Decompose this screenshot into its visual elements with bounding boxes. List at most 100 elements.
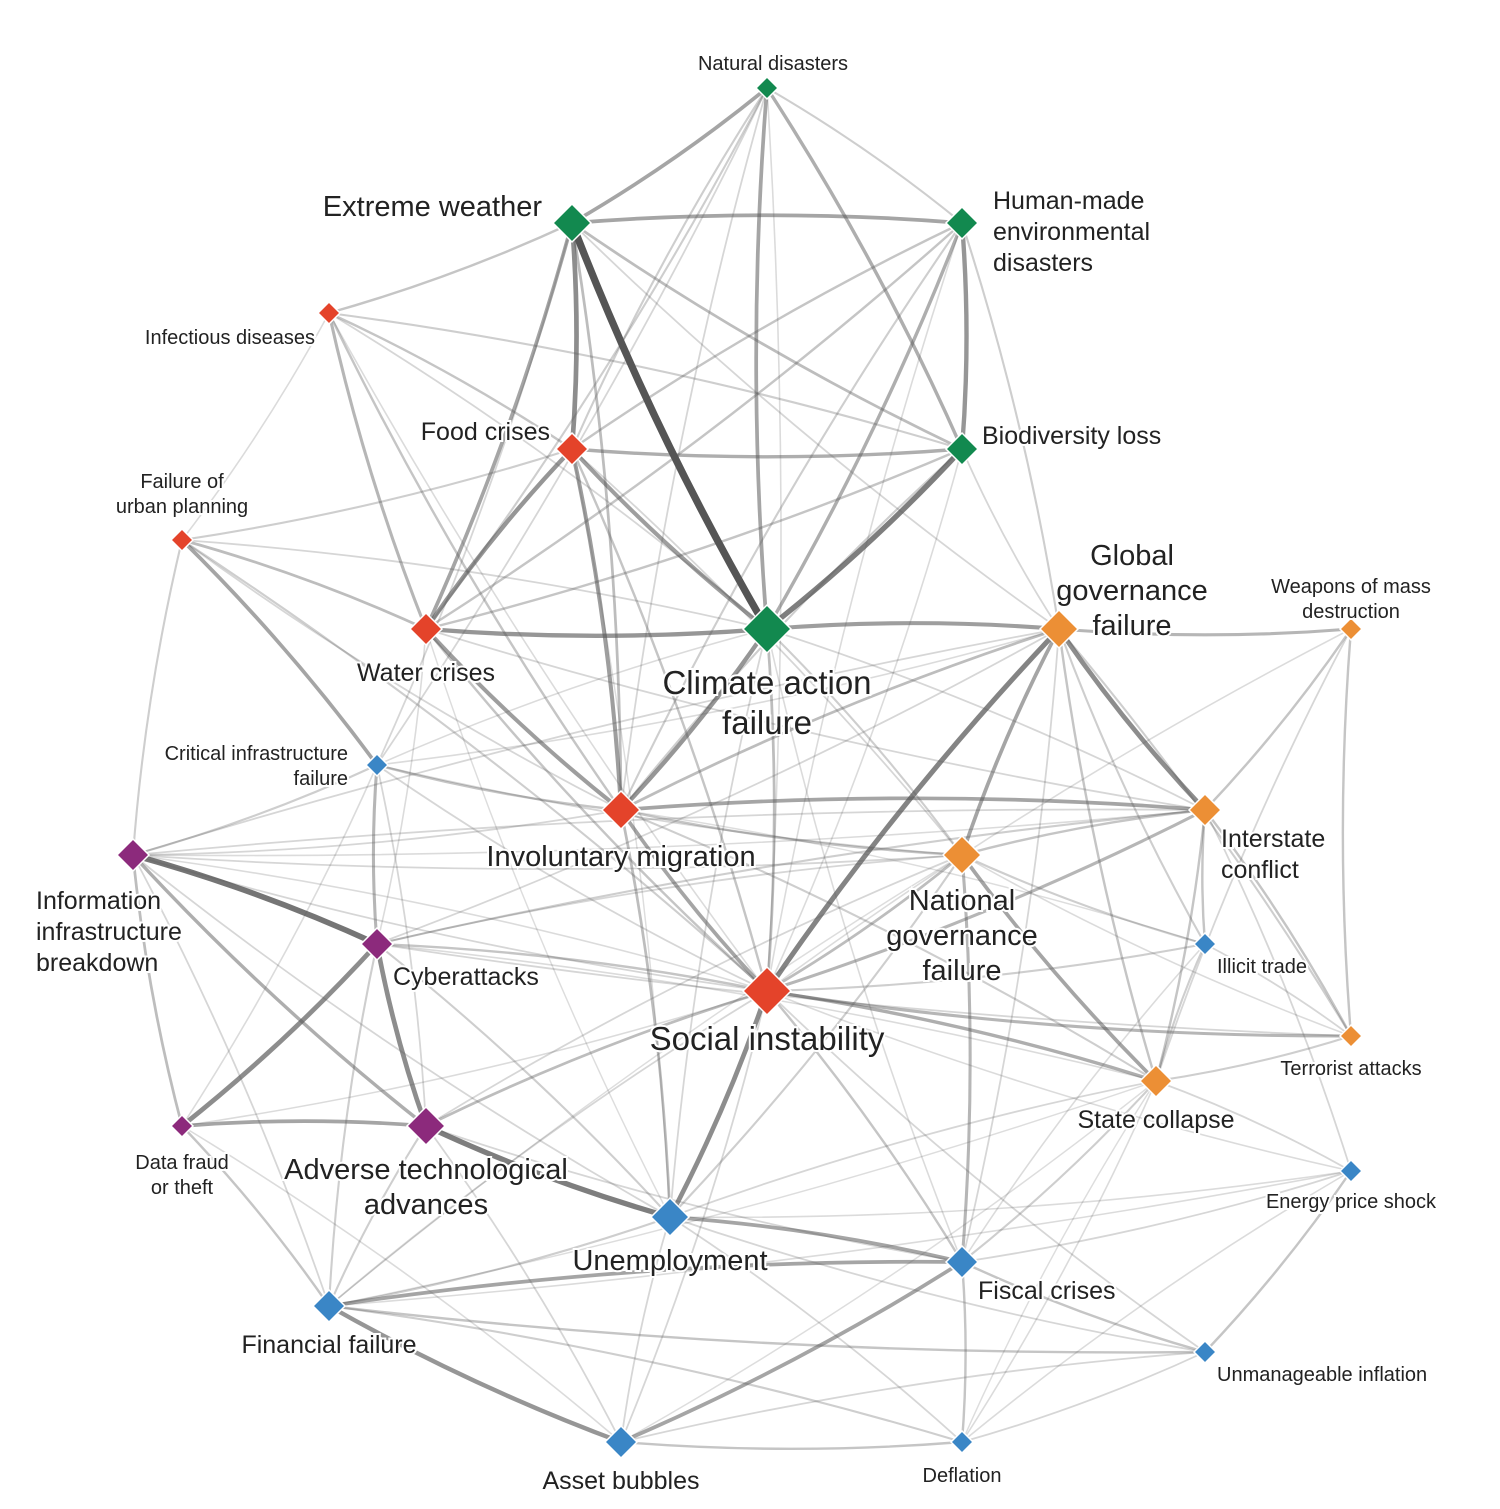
- node-marker-urban_planning[interactable]: [169, 527, 195, 553]
- node-marker-critical_infra[interactable]: [364, 752, 390, 778]
- link-national_gov-unemployment: [668, 853, 964, 1219]
- node-label-line: Human-made: [993, 187, 1144, 215]
- link-fiscal_crises-deflation: [960, 1260, 967, 1444]
- node-marker-natural_disasters[interactable]: [754, 75, 780, 101]
- link-food_crises-climate_action: [569, 446, 770, 632]
- node-label-illicit_trade: Illicit trade: [1217, 956, 1307, 978]
- node-label-line: destruction: [1302, 601, 1400, 623]
- node-social_instability[interactable]: Social instability: [648, 965, 887, 1059]
- node-financial_failure[interactable]: Financial failure: [239, 1288, 419, 1361]
- link-global_gov-info_infra: [132, 628, 1060, 856]
- node-marker-adverse_tech[interactable]: [405, 1105, 447, 1147]
- node-infectious[interactable]: Infectious diseases: [143, 300, 342, 351]
- node-marker-deflation[interactable]: [949, 1429, 975, 1455]
- node-marker-illicit_trade[interactable]: [1192, 931, 1218, 957]
- node-marker-unmanageable_inflation[interactable]: [1192, 1339, 1218, 1365]
- node-marker-water_crises[interactable]: [408, 611, 444, 647]
- link-critical_infra-social_instability: [376, 764, 768, 992]
- node-marker-asset_bubbles[interactable]: [603, 1424, 639, 1460]
- link-state_collapse-deflation: [961, 1080, 1157, 1443]
- node-unmanageable_inflation[interactable]: Unmanageable inflation: [1192, 1339, 1429, 1388]
- node-label-social_instability: Social instability: [650, 1020, 885, 1057]
- node-label-line: Adverse technological: [284, 1154, 568, 1186]
- node-marker-wmd[interactable]: [1338, 616, 1364, 642]
- link-fiscal_crises-financial_failure: [327, 1259, 964, 1308]
- link-urban_planning-critical_infra: [180, 538, 379, 767]
- node-marker-climate_action[interactable]: [741, 603, 793, 655]
- node-food_crises[interactable]: Food crises: [419, 416, 590, 467]
- node-marker-global_gov[interactable]: [1038, 608, 1080, 650]
- link-natural_disasters-involuntary_migration: [620, 87, 768, 811]
- node-marker-involuntary_migration[interactable]: [600, 789, 642, 831]
- node-illicit_trade[interactable]: Illicit trade: [1192, 931, 1309, 980]
- node-terrorist[interactable]: Terrorist attacks: [1278, 1023, 1424, 1082]
- link-human_made-involuntary_migration: [619, 221, 964, 812]
- node-marker-energy_price[interactable]: [1338, 1158, 1364, 1184]
- node-marker-infectious[interactable]: [316, 300, 342, 326]
- link-state_collapse-energy_price: [1155, 1080, 1352, 1172]
- node-label-terrorist: Terrorist attacks: [1280, 1058, 1421, 1080]
- node-marker-biodiversity[interactable]: [944, 431, 980, 467]
- link-natural_disasters-food_crises: [570, 86, 769, 451]
- node-biodiversity[interactable]: Biodiversity loss: [944, 420, 1163, 467]
- link-food_crises-involuntary_migration: [569, 446, 624, 813]
- node-label-line: environmental: [993, 218, 1150, 246]
- link-illicit_trade-involuntary_migration: [620, 809, 1206, 945]
- node-deflation[interactable]: Deflation: [921, 1429, 1003, 1489]
- link-climate_action-national_gov: [765, 627, 964, 857]
- link-national_gov-state_collapse: [960, 853, 1158, 1083]
- node-marker-food_crises[interactable]: [554, 431, 590, 467]
- link-urban_planning-water_crises: [180, 538, 428, 631]
- node-asset_bubbles[interactable]: Asset bubbles: [540, 1424, 702, 1497]
- node-marker-data_fraud[interactable]: [169, 1113, 195, 1139]
- link-global_gov-state_collapse: [1057, 627, 1158, 1083]
- node-energy_price[interactable]: Energy price shock: [1264, 1158, 1439, 1215]
- node-label-biodiversity: Biodiversity loss: [982, 422, 1161, 450]
- node-state_collapse[interactable]: State collapse: [1075, 1063, 1237, 1136]
- link-extreme_weather-involuntary_migration: [570, 221, 623, 812]
- node-unemployment[interactable]: Unemployment: [570, 1196, 770, 1279]
- link-energy_price-unmanageable_inflation: [1203, 1169, 1353, 1354]
- node-marker-financial_failure[interactable]: [311, 1288, 347, 1324]
- link-human_made-global_gov: [960, 221, 1061, 631]
- node-water_crises[interactable]: Water crises: [355, 611, 497, 689]
- node-marker-cyberattacks[interactable]: [359, 926, 395, 962]
- node-cyberattacks[interactable]: Cyberattacks: [359, 926, 541, 993]
- node-natural_disasters[interactable]: Natural disasters: [696, 51, 850, 101]
- node-marker-terrorist[interactable]: [1338, 1023, 1364, 1049]
- link-data_fraud-adverse_tech: [180, 1119, 428, 1128]
- link-climate_action-interstate: [766, 628, 1206, 811]
- node-fiscal_crises[interactable]: Fiscal crises: [944, 1244, 1118, 1307]
- node-extreme_weather[interactable]: Extreme weather: [321, 189, 593, 244]
- link-biodiversity-natural_disasters: [765, 86, 964, 451]
- link-terrorist-illicit_trade: [1204, 943, 1352, 1037]
- link-climate_action-social_instability: [765, 627, 776, 993]
- node-marker-unemployment[interactable]: [649, 1196, 691, 1238]
- node-marker-extreme_weather[interactable]: [551, 202, 593, 244]
- node-involuntary_migration[interactable]: Involuntary migration: [484, 789, 758, 875]
- node-marker-info_infra[interactable]: [115, 837, 151, 873]
- node-marker-national_gov[interactable]: [941, 834, 983, 876]
- node-marker-fiscal_crises[interactable]: [944, 1244, 980, 1280]
- node-marker-human_made[interactable]: [944, 205, 980, 241]
- node-marker-state_collapse[interactable]: [1138, 1063, 1174, 1099]
- link-food_crises-water_crises: [423, 446, 575, 632]
- node-marker-interstate[interactable]: [1187, 792, 1223, 828]
- node-marker-social_instability[interactable]: [741, 965, 793, 1017]
- link-water_crises-social_instability: [424, 627, 769, 993]
- link-cyberattacks-adverse_tech: [374, 941, 429, 1129]
- node-label-extreme_weather: Extreme weather: [323, 191, 543, 223]
- link-asset_bubbles-deflation: [619, 1440, 964, 1451]
